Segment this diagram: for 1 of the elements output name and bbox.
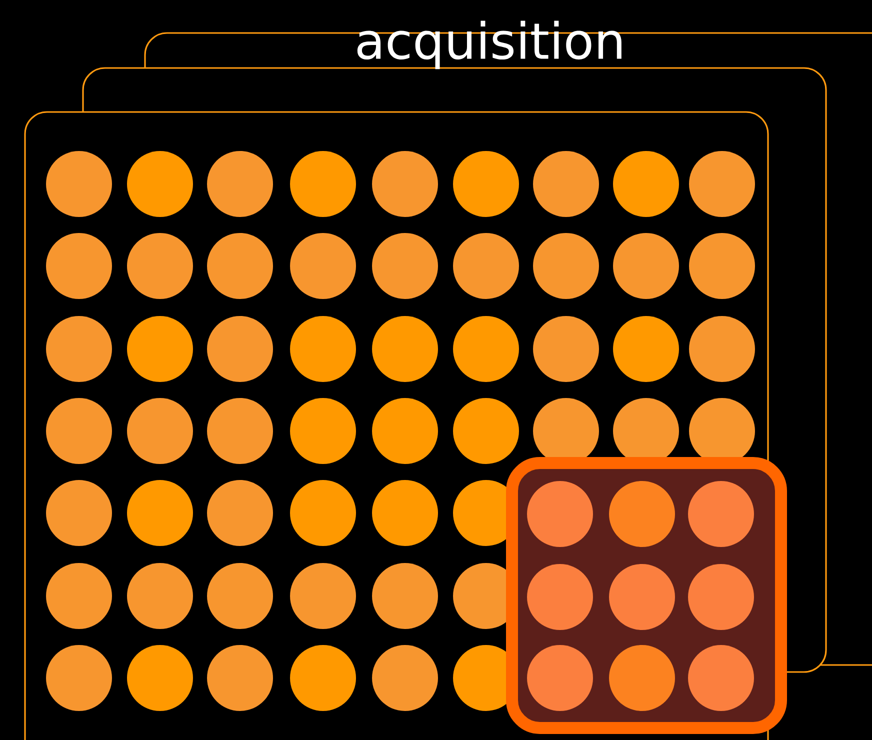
title: acquisition — [357, 20, 622, 70]
